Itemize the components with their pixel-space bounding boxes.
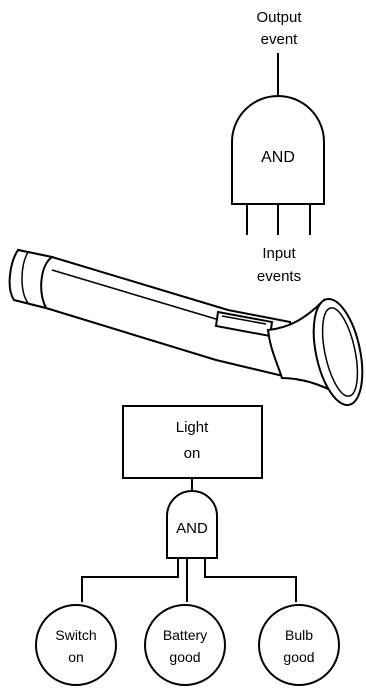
top-event-box bbox=[122, 405, 263, 479]
input-events-label: Input bbox=[262, 245, 296, 262]
event-switch-label: Switch bbox=[55, 627, 96, 643]
event-bulb-label-line2: good bbox=[283, 649, 314, 665]
branch-switch bbox=[81, 558, 179, 602]
event-switch-label-line2: on bbox=[68, 649, 84, 665]
flashlight-icon bbox=[8, 248, 364, 407]
input-events-label-line2: events bbox=[257, 268, 301, 285]
top-event-label: Light bbox=[176, 419, 209, 436]
tree-and-gate-symbol bbox=[166, 490, 218, 559]
event-bulb-label: Bulb bbox=[285, 627, 313, 643]
tree-and-gate-label: AND bbox=[176, 520, 208, 537]
event-circle-battery bbox=[144, 604, 226, 686]
top-event-label-line2: on bbox=[184, 445, 201, 462]
and-gate-label: AND bbox=[261, 149, 295, 166]
and-gate-symbol bbox=[231, 95, 325, 205]
event-battery-label: Battery bbox=[163, 627, 207, 643]
event-battery-label-line2: good bbox=[169, 649, 200, 665]
output-event-label-line2: event bbox=[261, 31, 299, 48]
event-circle-bulb bbox=[258, 604, 340, 686]
event-circle-switch bbox=[35, 604, 117, 686]
output-event-label: Output bbox=[256, 9, 302, 26]
branch-bulb bbox=[204, 558, 297, 602]
